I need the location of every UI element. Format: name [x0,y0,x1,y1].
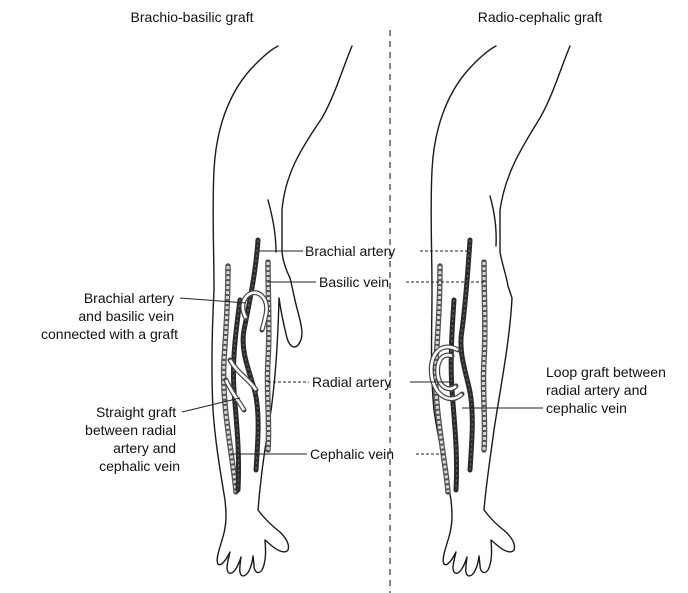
left-arm-outline-icon [212,46,352,576]
label-brachial-basilic-graft-line2: and basilic vein [78,308,174,324]
right-brachial-artery [461,240,472,470]
label-loop-graft-line3: cephalic vein [546,400,627,416]
left-elbow-crease [268,200,276,252]
label-radial-artery: Radial artery [312,374,391,390]
right-arm [431,46,570,576]
title-brachio-basilic: Brachio-basilic graft [131,9,254,25]
left-basilic-vein [267,262,268,450]
left-arm [212,46,352,576]
label-straight-graft-line2: between radial [85,422,176,438]
label-loop-graft-line1: Loop graft between [546,364,666,380]
leader-straight-graft [182,398,240,412]
right-basilic-vein [483,262,484,450]
label-brachial-artery: Brachial artery [305,243,395,259]
left-brachial-artery [243,240,258,470]
label-straight-graft-line4: cephalic vein [99,458,180,474]
label-straight-graft-line1: Straight graft [96,404,176,420]
label-basilic-vein: Basilic vein [319,274,389,290]
label-brachial-basilic-graft: Brachial artery and basilic vein connect… [41,290,178,342]
label-brachial-basilic-graft-line3: connected with a graft [41,326,178,342]
label-loop-graft-line2: radial artery and [546,382,647,398]
label-brachial-basilic-graft-line1: Brachial artery [84,290,174,306]
label-loop-graft: Loop graft between radial artery and cep… [546,364,670,416]
label-cephalic-vein: Cephalic vein [310,446,394,462]
label-straight-graft-line3: artery and [113,440,176,456]
right-elbow-crease [490,196,496,246]
label-straight-graft: Straight graft between radial artery and… [85,404,180,474]
title-radio-cephalic: Radio-cephalic graft [478,9,603,25]
